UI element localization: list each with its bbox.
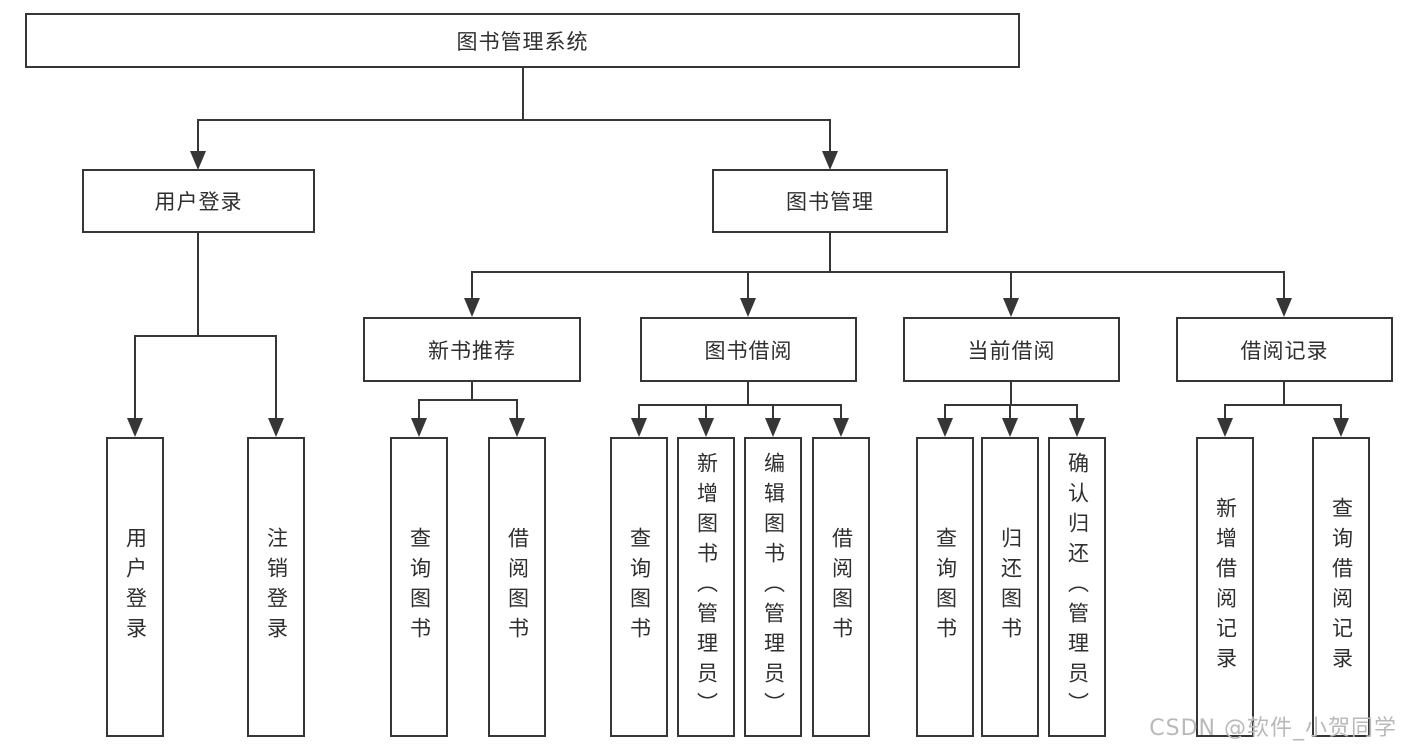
node-borrowing-records: 借阅记录 xyxy=(1176,317,1393,382)
leaf-add-book-admin: 新增图书（管理员） xyxy=(677,437,735,737)
arrow-down-icon xyxy=(1333,418,1349,437)
connector-vline xyxy=(516,399,518,419)
leaf-borrow-books-borrow: 借阅图书 xyxy=(812,437,870,737)
connector-vline xyxy=(747,271,749,299)
connector-vline xyxy=(1010,382,1012,406)
connector-vline xyxy=(275,335,277,419)
arrow-down-icon xyxy=(631,418,647,437)
connector-vline xyxy=(829,233,831,273)
connector-vline xyxy=(747,382,749,406)
node-label: 查询图书 xyxy=(627,527,652,647)
leaf-query-books-borrow: 查询图书 xyxy=(610,437,668,737)
arrow-down-icon xyxy=(1276,298,1292,317)
node-user-login: 用户登录 xyxy=(82,169,315,233)
node-label: 查询图书 xyxy=(933,527,958,647)
connector-vline xyxy=(418,399,420,419)
arrow-down-icon xyxy=(765,418,781,437)
node-label: 确认归还（管理员） xyxy=(1065,452,1090,722)
connector-vline xyxy=(134,335,136,419)
connector-hline xyxy=(638,404,842,406)
arrow-down-icon xyxy=(1003,298,1019,317)
connector-vline xyxy=(471,271,473,299)
arrow-down-icon xyxy=(1217,418,1233,437)
node-label: 借阅图书 xyxy=(505,527,530,647)
leaf-query-books-recommend: 查询图书 xyxy=(390,437,448,737)
leaf-borrow-books-recommend: 借阅图书 xyxy=(488,437,546,737)
arrow-down-icon xyxy=(833,418,849,437)
node-label: 图书管理 xyxy=(786,190,874,214)
node-book-borrowing: 图书借阅 xyxy=(640,317,857,382)
leaf-logout: 注销登录 xyxy=(247,437,305,737)
connector-vline xyxy=(1340,404,1342,419)
node-label: 当前借阅 xyxy=(967,338,1056,363)
arrow-down-icon xyxy=(937,418,953,437)
leaf-add-borrow-record: 新增借阅记录 xyxy=(1196,437,1254,737)
node-current-borrowing: 当前借阅 xyxy=(903,317,1120,382)
arrow-down-icon xyxy=(127,418,143,437)
node-label: 借阅图书 xyxy=(829,527,854,647)
node-book-management: 图书管理 xyxy=(712,169,948,233)
node-label: 用户登录 xyxy=(154,190,243,214)
arrow-down-icon xyxy=(740,298,756,317)
connector-vline xyxy=(705,404,707,419)
arrow-down-icon xyxy=(190,151,206,170)
node-label: 借阅记录 xyxy=(1240,338,1329,363)
node-label: 归还图书 xyxy=(998,527,1023,647)
connector-vline xyxy=(829,119,831,152)
node-label: 查询借阅记录 xyxy=(1329,497,1354,677)
connector-vline xyxy=(638,404,640,419)
connector-vline xyxy=(1283,271,1285,299)
connector-vline xyxy=(197,119,199,152)
connector-vline xyxy=(522,68,524,121)
connector-vline xyxy=(1010,271,1012,299)
connector-hline xyxy=(471,271,1285,273)
arrow-down-icon xyxy=(1069,418,1085,437)
node-label: 编辑图书（管理员） xyxy=(761,452,786,722)
node-label: 图书借阅 xyxy=(704,338,793,363)
connector-vline xyxy=(1009,404,1011,419)
connector-vline xyxy=(944,404,946,419)
leaf-query-books-current: 查询图书 xyxy=(916,437,974,737)
connector-vline xyxy=(1076,404,1078,419)
node-label: 注销登录 xyxy=(264,527,289,647)
node-label: 用户登录 xyxy=(123,527,148,647)
connector-hline xyxy=(197,119,831,121)
arrow-down-icon xyxy=(464,298,480,317)
leaf-user-login: 用户登录 xyxy=(106,437,164,737)
connector-vline xyxy=(840,404,842,419)
node-label: 图书管理系统 xyxy=(456,29,589,54)
connector-vline xyxy=(197,233,199,337)
node-label: 新书推荐 xyxy=(428,338,516,363)
leaf-query-borrow-record: 查询借阅记录 xyxy=(1312,437,1370,737)
node-label: 查询图书 xyxy=(407,527,432,647)
leaf-return-books: 归还图书 xyxy=(981,437,1039,737)
connector-vline xyxy=(772,404,774,419)
arrow-down-icon xyxy=(822,151,838,170)
connector-vline xyxy=(471,382,473,401)
connector-hline xyxy=(134,335,277,337)
connector-vline xyxy=(1224,404,1226,419)
node-label: 新增借阅记录 xyxy=(1213,497,1238,677)
connector-vline xyxy=(1283,382,1285,406)
node-label: 新增图书（管理员） xyxy=(694,452,719,722)
node-new-book-recommendation: 新书推荐 xyxy=(363,317,581,382)
connector-hline xyxy=(1224,404,1342,406)
arrow-down-icon xyxy=(268,418,284,437)
arrow-down-icon xyxy=(698,418,714,437)
leaf-confirm-return-admin: 确认归还（管理员） xyxy=(1048,437,1106,737)
csdn-watermark: CSDN @软件_小贺同学 xyxy=(1149,716,1397,741)
connector-hline xyxy=(418,399,518,401)
leaf-edit-book-admin: 编辑图书（管理员） xyxy=(744,437,802,737)
node-library-management-system: 图书管理系统 xyxy=(25,13,1020,68)
arrow-down-icon xyxy=(1002,418,1018,437)
connector-hline xyxy=(944,404,1078,406)
arrow-down-icon xyxy=(509,418,525,437)
arrow-down-icon xyxy=(411,418,427,437)
